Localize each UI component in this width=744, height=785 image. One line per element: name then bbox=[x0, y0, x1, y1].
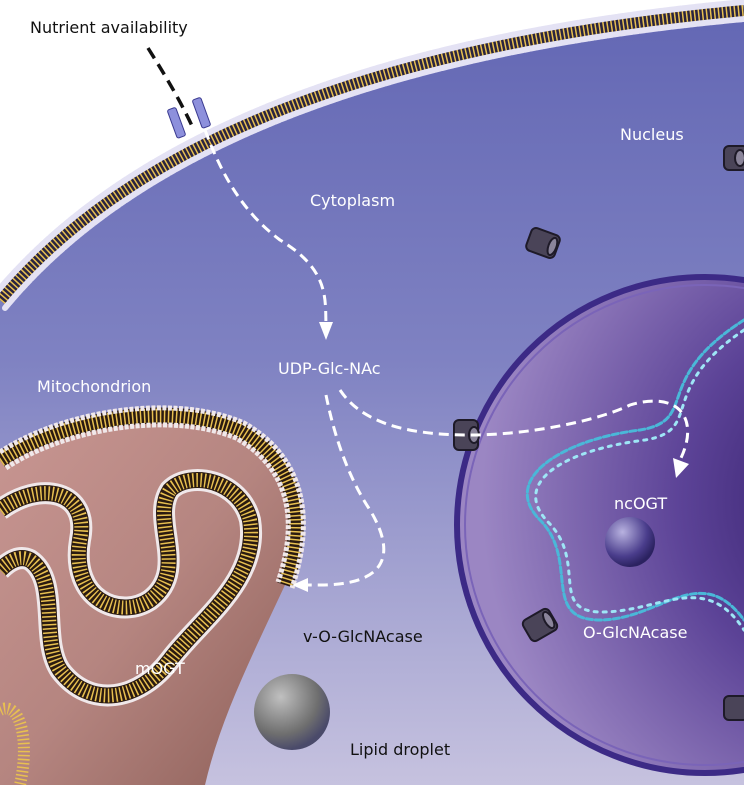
pathway-arrows bbox=[146, 47, 690, 592]
nuclear-pores bbox=[453, 145, 744, 721]
membrane-channel bbox=[167, 97, 211, 139]
nutrient-arrow bbox=[146, 47, 195, 129]
nuclear-pore bbox=[521, 607, 559, 643]
label-lipid-droplet: Lipid droplet bbox=[350, 740, 450, 759]
nuclear-pore bbox=[723, 695, 744, 721]
nuclear-pore bbox=[525, 227, 561, 259]
label-udp-glcnac: UDP-Glc-NAc bbox=[278, 359, 381, 378]
plasma-membrane bbox=[0, 0, 744, 311]
nuclear-import-arrow bbox=[338, 389, 690, 461]
label-ncogt: ncOGT bbox=[614, 494, 667, 513]
nucleus bbox=[454, 274, 744, 776]
label-nucleus: Nucleus bbox=[620, 125, 684, 144]
label-mitochondrion: Mitochondrion bbox=[37, 377, 151, 396]
mitochondrion bbox=[0, 405, 306, 785]
nuclear-pore bbox=[723, 145, 744, 171]
dna-helix bbox=[525, 318, 744, 632]
uptake-arrow bbox=[203, 129, 328, 326]
label-oglcnacase: O-GlcNAcase bbox=[583, 623, 687, 642]
label-mogt: mOGT bbox=[135, 659, 185, 678]
label-v-oglcnacase: v-O-GlcNAcase bbox=[303, 627, 423, 646]
mito-import-arrow bbox=[305, 394, 386, 587]
lipid-droplet bbox=[254, 674, 330, 750]
label-cytoplasm: Cytoplasm bbox=[310, 191, 395, 210]
label-nutrient-availability: Nutrient availability bbox=[30, 18, 188, 37]
ncogt-protein bbox=[605, 517, 655, 567]
